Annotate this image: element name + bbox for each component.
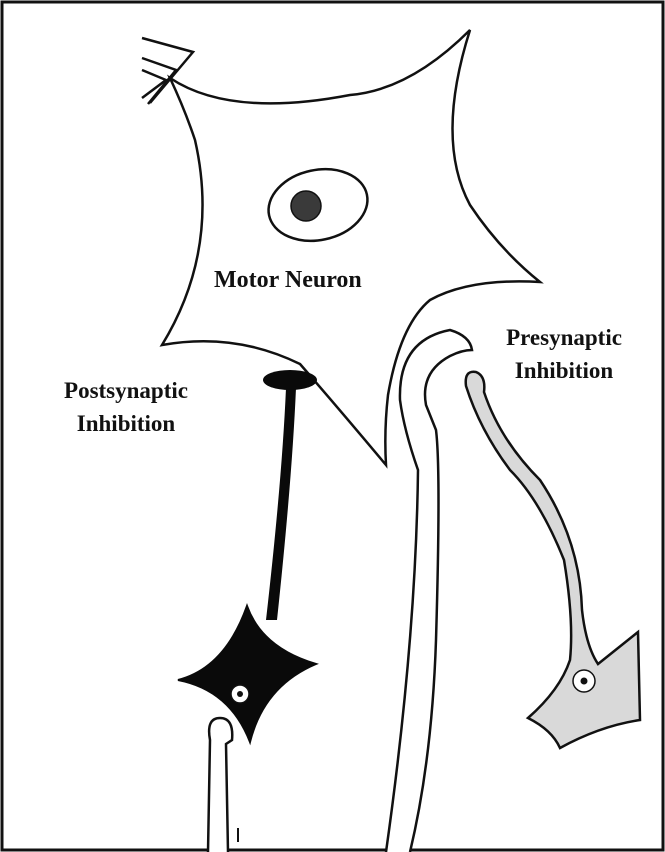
label-presynaptic-line2: Inhibition: [466, 354, 662, 387]
label-motor-neuron: Motor Neuron: [214, 264, 362, 297]
label-presynaptic-line1: Presynaptic: [466, 321, 662, 354]
label-postsynaptic-inhibition: Postsynaptic Inhibition: [28, 374, 224, 440]
incoming-axon-left: [208, 718, 232, 852]
label-postsynaptic-line1: Postsynaptic: [28, 374, 224, 407]
label-postsynaptic-line2: Inhibition: [28, 407, 224, 440]
motor-neuron-nucleolus: [291, 191, 321, 221]
presynaptic-inhibitory-neuron: [466, 372, 640, 748]
presynaptic-axon-terminal: [386, 330, 472, 852]
label-presynaptic-inhibition: Presynaptic Inhibition: [466, 321, 662, 387]
